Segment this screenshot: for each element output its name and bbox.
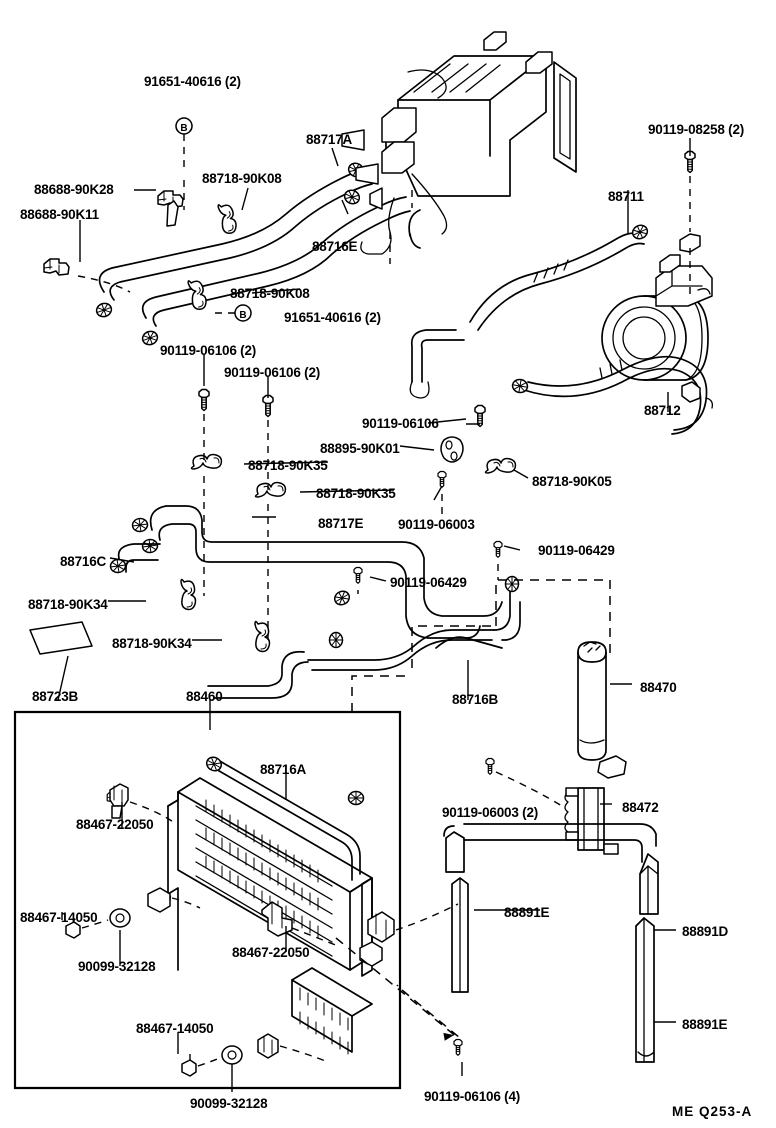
part-label: 90119-06106 (4): [424, 1089, 521, 1104]
part-label: 88467-22050: [232, 945, 310, 960]
svg-text:B: B: [239, 310, 246, 321]
part-label: 88467-14050: [136, 1021, 214, 1036]
part-label: 88718-90K35: [248, 458, 328, 473]
part-label: 88716C: [60, 554, 107, 569]
part-label: 88718-90K05: [532, 474, 612, 489]
part-label: 88895-90K01: [320, 441, 400, 456]
part-label: 88712: [644, 403, 681, 418]
part-label: 88891D: [682, 924, 729, 939]
part-label: 88891E: [682, 1017, 728, 1032]
part-label: 88718-90K35: [316, 486, 396, 501]
part-label: 90119-06003 (2): [442, 805, 539, 820]
svg-text:B: B: [180, 123, 187, 134]
part-label: 90099-32128: [190, 1096, 268, 1111]
part-label: 88688-90K28: [34, 182, 114, 197]
part-label: 88718-90K34: [112, 636, 192, 651]
part-label: 88723B: [32, 689, 79, 704]
part-label: 90099-32128: [78, 959, 156, 974]
part-label: 90119-06106 (2): [160, 343, 257, 358]
part-label: 88467-22050: [76, 817, 154, 832]
part-label: 88460: [186, 689, 223, 704]
part-label: 88716A: [260, 762, 307, 777]
part-label: 88467-14050: [20, 910, 98, 925]
part-label: 88716B: [452, 692, 499, 707]
part-label: 90119-08258 (2): [648, 122, 745, 137]
part-label: 91651-40616 (2): [144, 74, 241, 89]
part-label: 90119-06106: [362, 416, 439, 431]
part-label: 88688-90K11: [20, 207, 99, 222]
part-label: 88470: [640, 680, 677, 695]
part-label: 88718-90K34: [28, 597, 108, 612]
part-label: 88716E: [312, 239, 358, 254]
part-label: 88891E: [504, 905, 550, 920]
part-label: 88711: [608, 189, 644, 204]
part-label: 90119-06429: [390, 575, 467, 590]
part-label: 88718-90K08: [230, 286, 310, 301]
sheet-code: ME Q253-A: [672, 1104, 753, 1119]
part-label: 88717A: [306, 132, 353, 147]
part-label: 90119-06003: [398, 517, 475, 532]
part-label: 90119-06106 (2): [224, 365, 321, 380]
part-label: 90119-06429: [538, 543, 615, 558]
part-label: 88717E: [318, 516, 364, 531]
part-label: 88718-90K08: [202, 171, 282, 186]
part-label: 88472: [622, 800, 659, 815]
part-label: 91651-40616 (2): [284, 310, 381, 325]
